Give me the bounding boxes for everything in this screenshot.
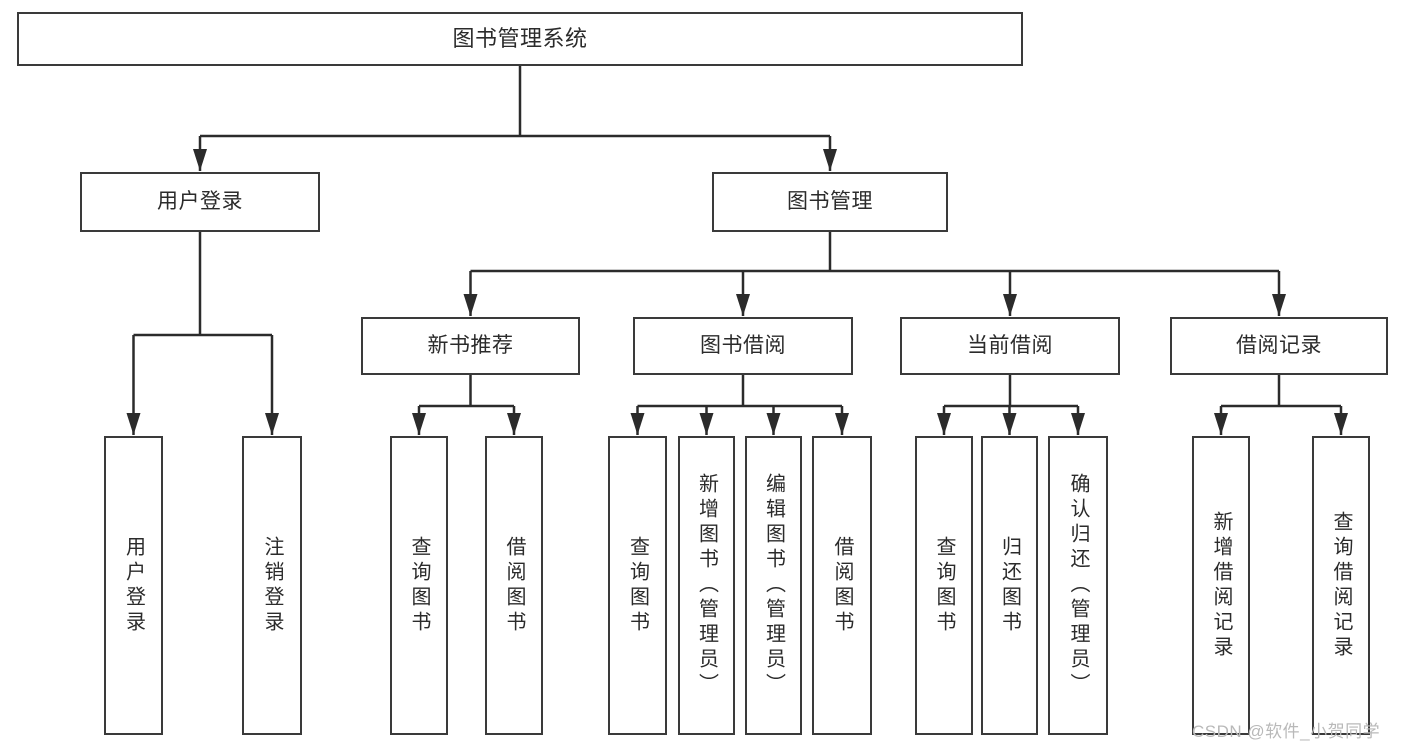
node-l-query-book-1: 查询图书 <box>390 436 448 735</box>
watermark-label: CSDN @软件_小贺同学 <box>1192 722 1381 741</box>
node-n-book-borrow: 图书借阅 <box>633 317 853 375</box>
node-n-user-login: 用户登录 <box>80 172 320 232</box>
node-root: 图书管理系统 <box>17 12 1023 66</box>
node-label: 当前借阅 <box>967 333 1053 357</box>
node-label: 查询借阅记录 <box>1330 510 1352 661</box>
node-l-query-book-3: 查询图书 <box>915 436 973 735</box>
node-label: 确认归还（管理员） <box>1067 473 1089 698</box>
node-l-add-book: 新增图书（管理员） <box>678 436 735 735</box>
node-l-borrow-book-1: 借阅图书 <box>485 436 543 735</box>
node-l-query-book-2: 查询图书 <box>608 436 667 735</box>
node-label: 查询图书 <box>626 535 649 636</box>
node-label: 图书管理系统 <box>452 26 588 52</box>
node-l-confirm-return: 确认归还（管理员） <box>1048 436 1108 735</box>
node-l-user-login: 用户登录 <box>104 436 163 735</box>
node-n-borrow-record: 借阅记录 <box>1170 317 1388 375</box>
node-label: 查询图书 <box>408 535 430 636</box>
node-label: 借阅图书 <box>831 535 853 636</box>
node-label: 编辑图书（管理员） <box>762 473 785 698</box>
node-label: 图书借阅 <box>700 333 786 357</box>
node-label: 借阅图书 <box>503 535 525 636</box>
node-label: 图书管理 <box>787 189 873 213</box>
node-n-book-manage: 图书管理 <box>712 172 948 232</box>
node-label: 新增图书（管理员） <box>695 473 718 698</box>
node-label: 新书推荐 <box>427 333 514 357</box>
node-n-new-book-rec: 新书推荐 <box>361 317 580 375</box>
node-l-borrow-book-2: 借阅图书 <box>812 436 872 735</box>
node-label: 借阅记录 <box>1236 333 1322 357</box>
node-l-query-record: 查询借阅记录 <box>1312 436 1370 735</box>
node-label: 用户登录 <box>157 189 243 213</box>
node-label: 用户登录 <box>122 535 145 636</box>
node-l-logout: 注销登录 <box>242 436 302 735</box>
node-n-current-borrow: 当前借阅 <box>900 317 1120 375</box>
node-l-add-record: 新增借阅记录 <box>1192 436 1250 735</box>
node-label: 归还图书 <box>998 535 1021 636</box>
node-label: 查询图书 <box>933 535 955 636</box>
node-l-return-book: 归还图书 <box>981 436 1038 735</box>
node-l-edit-book: 编辑图书（管理员） <box>745 436 802 735</box>
node-label: 注销登录 <box>261 535 283 636</box>
node-label: 新增借阅记录 <box>1210 510 1232 661</box>
